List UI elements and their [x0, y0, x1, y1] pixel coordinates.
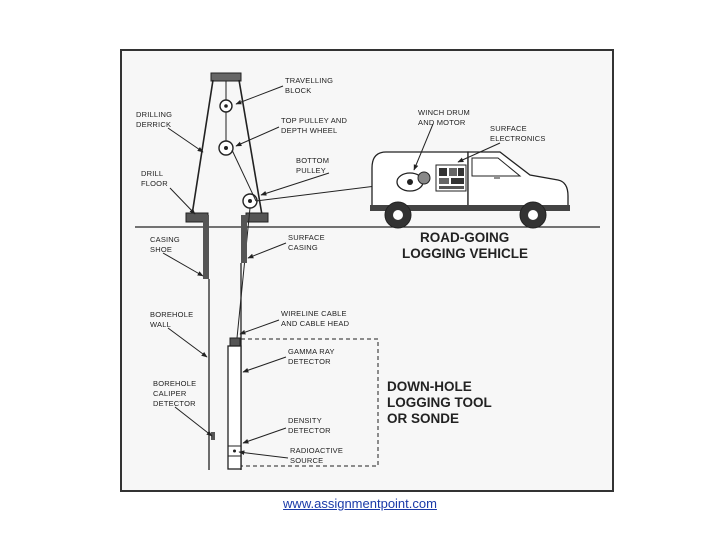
- label-density: DENSITY: [288, 416, 322, 425]
- leader-arrows: [162, 85, 501, 459]
- label-bottom-pulley: BOTTOM: [296, 156, 329, 165]
- label-drill-floor: DRILL: [141, 169, 163, 178]
- label-drilling-derrick: DRILLING: [136, 110, 172, 119]
- vehicle-title: ROAD-GOING: [420, 230, 509, 245]
- label-casing-shoe: CASING: [150, 235, 180, 244]
- pulleys-and-cable: [218, 81, 401, 339]
- label-borehole-wall: BOREHOLE: [150, 310, 193, 319]
- tool-dashed-box: [241, 338, 379, 467]
- label-winch: WINCH DRUM: [418, 108, 470, 117]
- label-surface-electronics: SURFACE: [490, 124, 527, 133]
- source-link[interactable]: www.assignmentpoint.com: [283, 496, 437, 511]
- tool-title: DOWN-HOLE: [387, 379, 472, 394]
- label-surface-casing: SURFACE: [288, 233, 325, 242]
- label-source: RADIOACTIVE: [290, 446, 343, 455]
- logging-truck: [370, 151, 570, 229]
- diagram-frame: [120, 49, 614, 492]
- label-gamma: GAMMA RAY: [288, 347, 335, 356]
- label-caliper: BOREHOLE: [153, 379, 196, 388]
- label-top-pulley: TOP PULLEY AND: [281, 116, 348, 125]
- label-wireline: WIRELINE CABLE: [281, 309, 347, 318]
- sonde: [211, 337, 242, 470]
- label-travelling-block: TRAVELLING: [285, 76, 333, 85]
